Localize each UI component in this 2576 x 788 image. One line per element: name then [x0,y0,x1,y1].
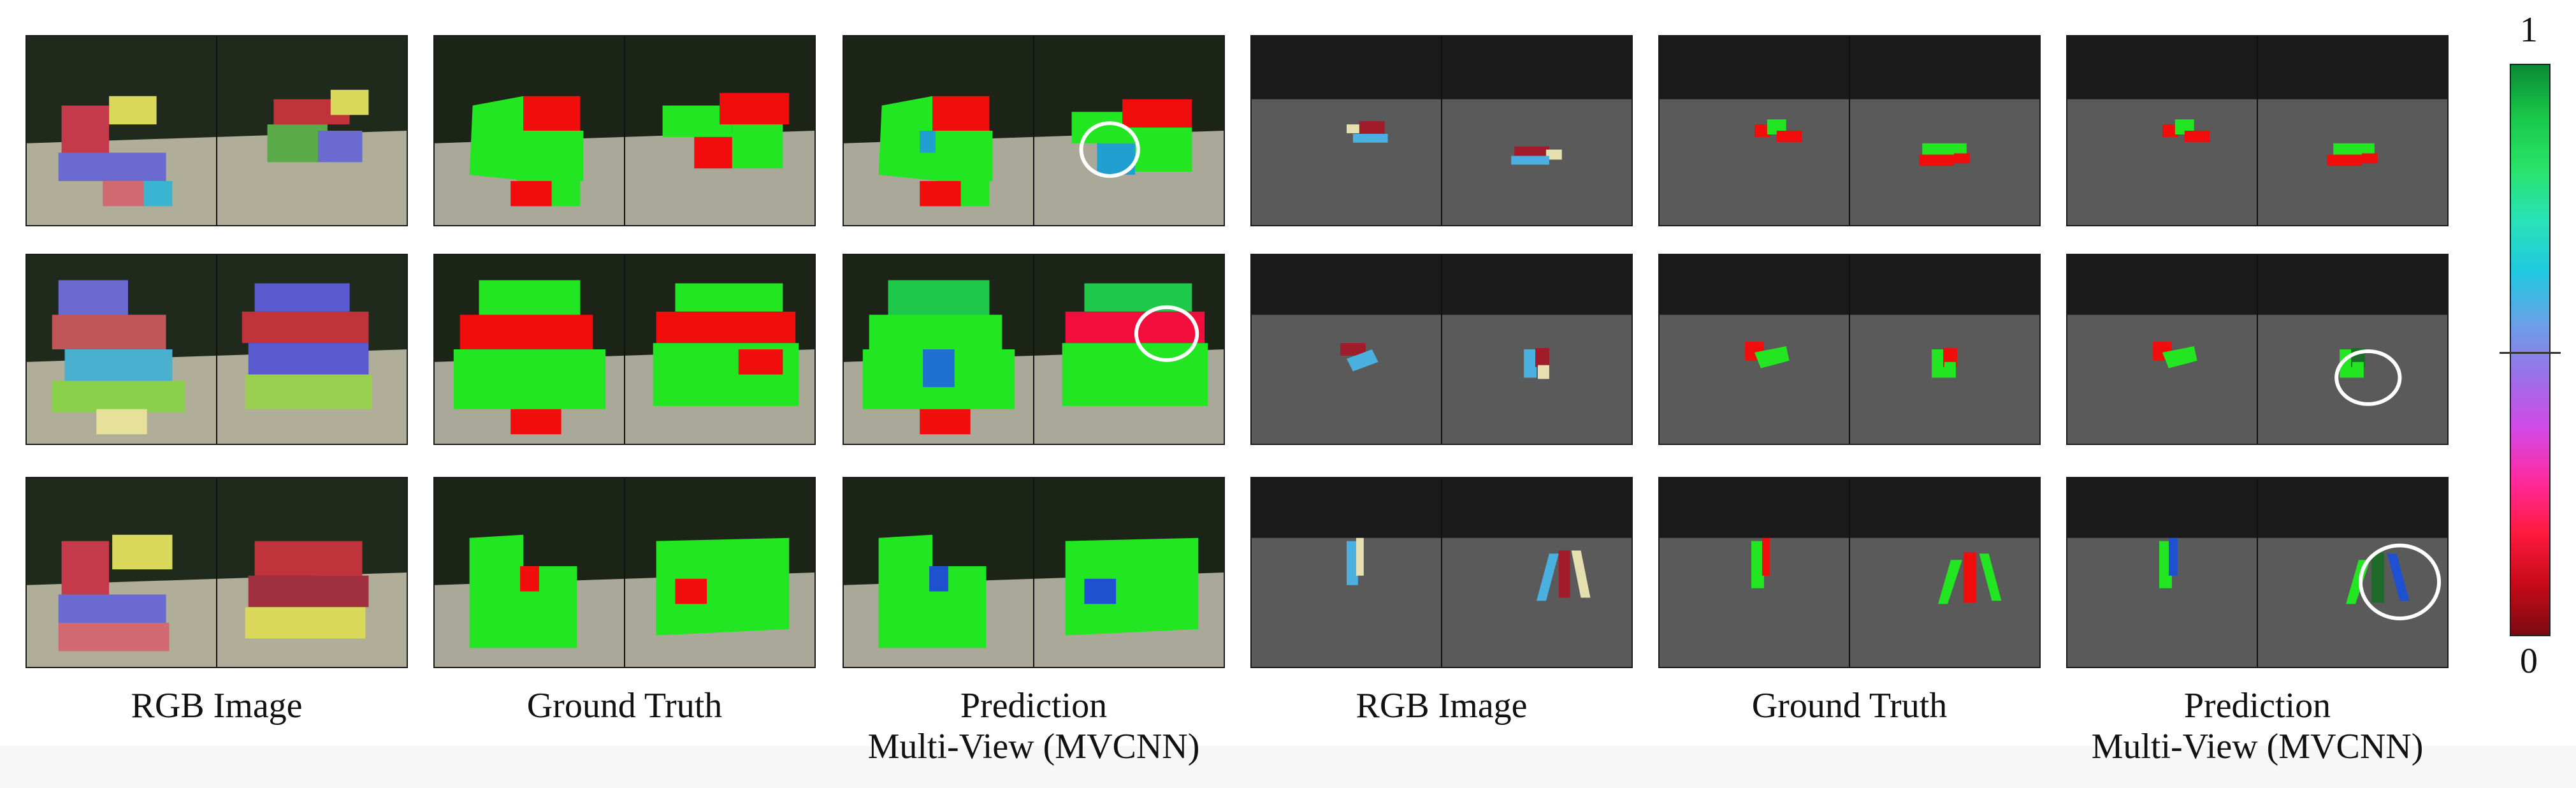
bottom-band [0,746,2576,788]
rgb-panel-g2-r2 [1250,254,1633,445]
colorbar [2510,64,2551,636]
rgb-panel-g2-r1 [1250,35,1633,226]
colorbar-min-label: 0 [2520,641,2538,681]
rgb-panel-g1-r2 [25,254,408,445]
ground-truth-panel-g2-r1 [1658,35,2041,226]
ground-truth-panel-g1-r1 [433,35,816,226]
caption-prediction-1: Prediction Multi-View (MVCNN) [843,685,1225,767]
caption-ground-truth-2: Ground Truth [1751,686,1948,726]
caption-rgb-2: RGB Image [1356,686,1528,726]
prediction-panel-g2-r1 [2066,35,2449,226]
colorbar-max-label: 1 [2520,10,2538,50]
caption-prediction-2-line1: Prediction [2183,686,2331,726]
prediction-panel-g2-r3 [2066,477,2449,668]
ground-truth-panel-g1-r2 [433,254,816,445]
prediction-panel-g2-r2 [2066,254,2449,445]
ground-truth-panel-g2-r2 [1658,254,2041,445]
caption-prediction-2: Prediction Multi-View (MVCNN) [2066,685,2449,767]
caption-ground-truth-1: Ground Truth [526,686,723,726]
ground-truth-panel-g1-r3 [433,477,816,668]
rgb-panel-g1-r1 [25,35,408,226]
prediction-panel-g1-r3 [843,477,1225,668]
prediction-panel-g1-r2 [843,254,1225,445]
caption-prediction-1-line2: Multi-View (MVCNN) [867,727,1200,766]
caption-prediction-2-line2: Multi-View (MVCNN) [2091,727,2424,766]
rgb-panel-g2-r3 [1250,477,1633,668]
rgb-panel-g1-r3 [25,477,408,668]
caption-prediction-1-line1: Prediction [960,686,1108,726]
caption-rgb-1: RGB Image [131,686,303,726]
ground-truth-panel-g2-r3 [1658,477,2041,668]
prediction-panel-g1-r1 [843,35,1225,226]
colorbar-threshold-tick [2500,352,2561,354]
